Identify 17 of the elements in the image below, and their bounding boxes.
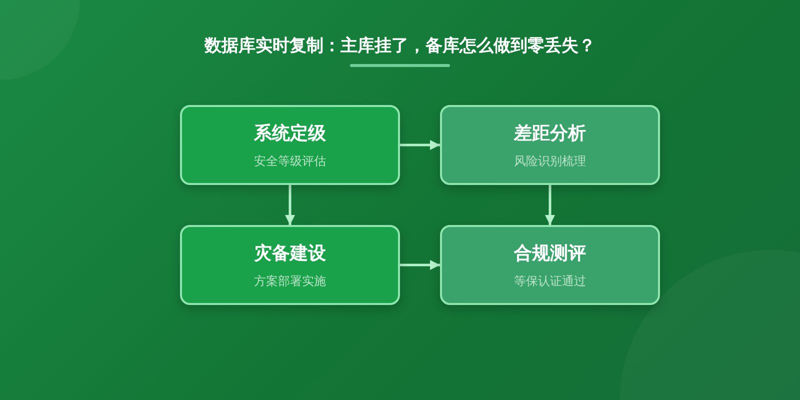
title: 数据库实时复制：主库挂了，备库怎么做到零丢失？: [203, 35, 596, 57]
arrow: [545, 185, 555, 225]
step-title: 系统定级: [254, 122, 326, 144]
step-description: 等保认证通过: [514, 272, 586, 290]
arrow: [285, 185, 295, 225]
arrow: [400, 140, 440, 150]
process-box: [440, 225, 660, 305]
step-title: 灾备建设: [254, 242, 326, 264]
process-box: [180, 105, 400, 185]
step-description: 方案部署实施: [254, 272, 326, 290]
step-description: 风险识别梳理: [514, 152, 586, 170]
step-title: 合规测评: [514, 242, 586, 264]
process-box: [180, 225, 400, 305]
arrow: [400, 260, 440, 270]
step-description: 安全等级评估: [254, 152, 326, 170]
step-title: 差距分析: [514, 122, 586, 144]
process-box: [440, 105, 660, 185]
